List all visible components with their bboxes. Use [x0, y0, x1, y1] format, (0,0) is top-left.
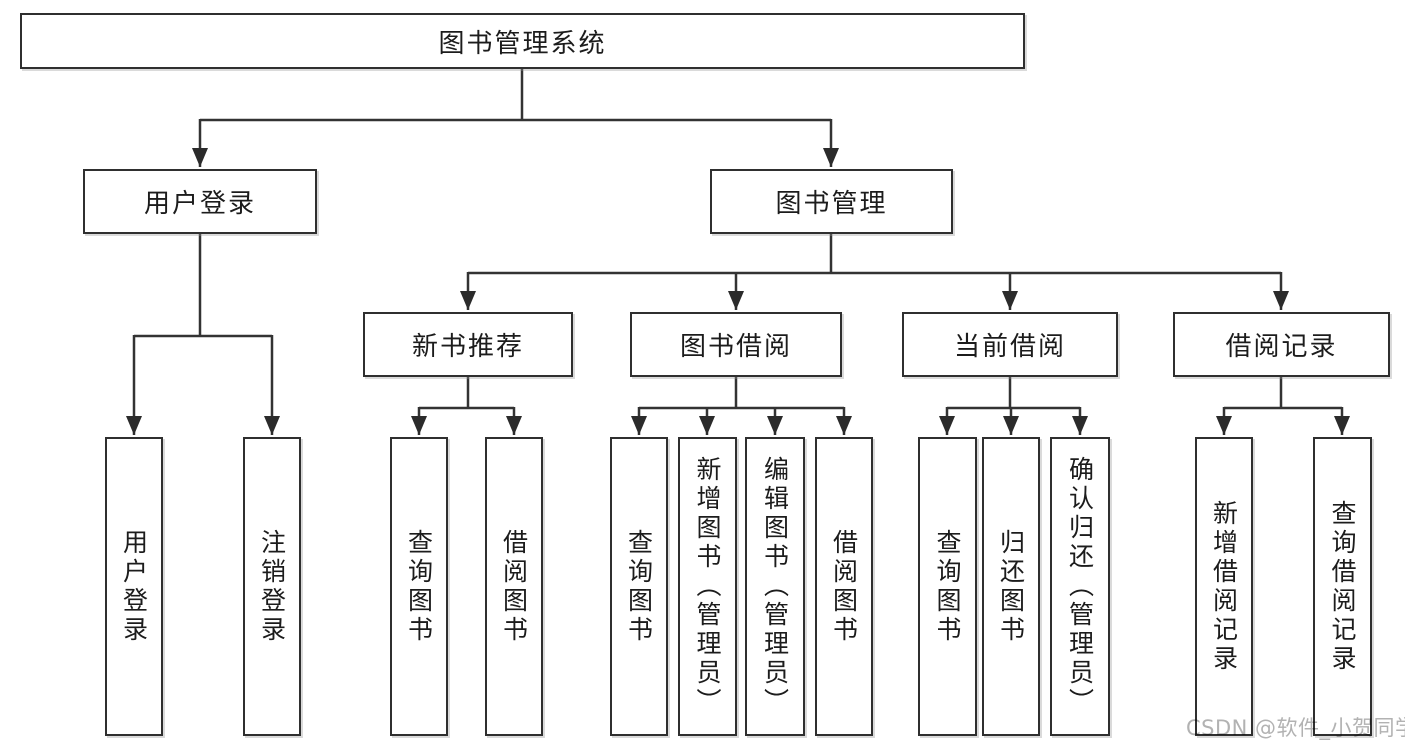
- leaf-query-books-newbook: 查询图书: [390, 437, 448, 736]
- leaf-query-books-borrowing: 查询图书: [610, 437, 668, 736]
- connector-book-mgmt-children: [460, 234, 1289, 310]
- connector-current-borrowing-children: [939, 377, 1088, 435]
- leaf-edit-books-admin: 编辑图书（管理员）: [745, 437, 805, 736]
- csdn-watermark: CSDN @软件_小贺同学: [1186, 716, 1405, 740]
- leaf-logout: 注销登录: [243, 437, 301, 736]
- node-book-borrowing: 图书借阅: [630, 312, 842, 377]
- node-user-login: 用户登录: [83, 169, 317, 234]
- leaf-confirm-return-admin: 确认归还（管理员）: [1050, 437, 1110, 736]
- connector-book-borrowing-children: [631, 377, 852, 435]
- leaf-query-books-current: 查询图书: [918, 437, 977, 736]
- connector-user-login-children: [126, 234, 280, 435]
- node-new-book-recommendation: 新书推荐: [363, 312, 573, 377]
- leaf-return-books: 归还图书: [982, 437, 1040, 736]
- leaf-add-books-admin: 新增图书（管理员）: [678, 437, 737, 736]
- node-book-management: 图书管理: [710, 169, 953, 234]
- node-borrowing-records: 借阅记录: [1173, 312, 1390, 377]
- leaf-user-login: 用户登录: [105, 437, 163, 736]
- connector-new-book-children: [411, 377, 522, 435]
- leaf-add-borrow-record: 新增借阅记录: [1195, 437, 1253, 736]
- connector-root-to-level1: [192, 68, 839, 167]
- leaf-query-borrow-record: 查询借阅记录: [1313, 437, 1372, 736]
- connector-borrowing-records-children: [1216, 377, 1350, 435]
- node-root: 图书管理系统: [20, 13, 1025, 69]
- leaf-borrow-books: 借阅图书: [815, 437, 873, 736]
- leaf-borrow-books-newbook: 借阅图书: [485, 437, 543, 736]
- node-current-borrowing: 当前借阅: [902, 312, 1118, 377]
